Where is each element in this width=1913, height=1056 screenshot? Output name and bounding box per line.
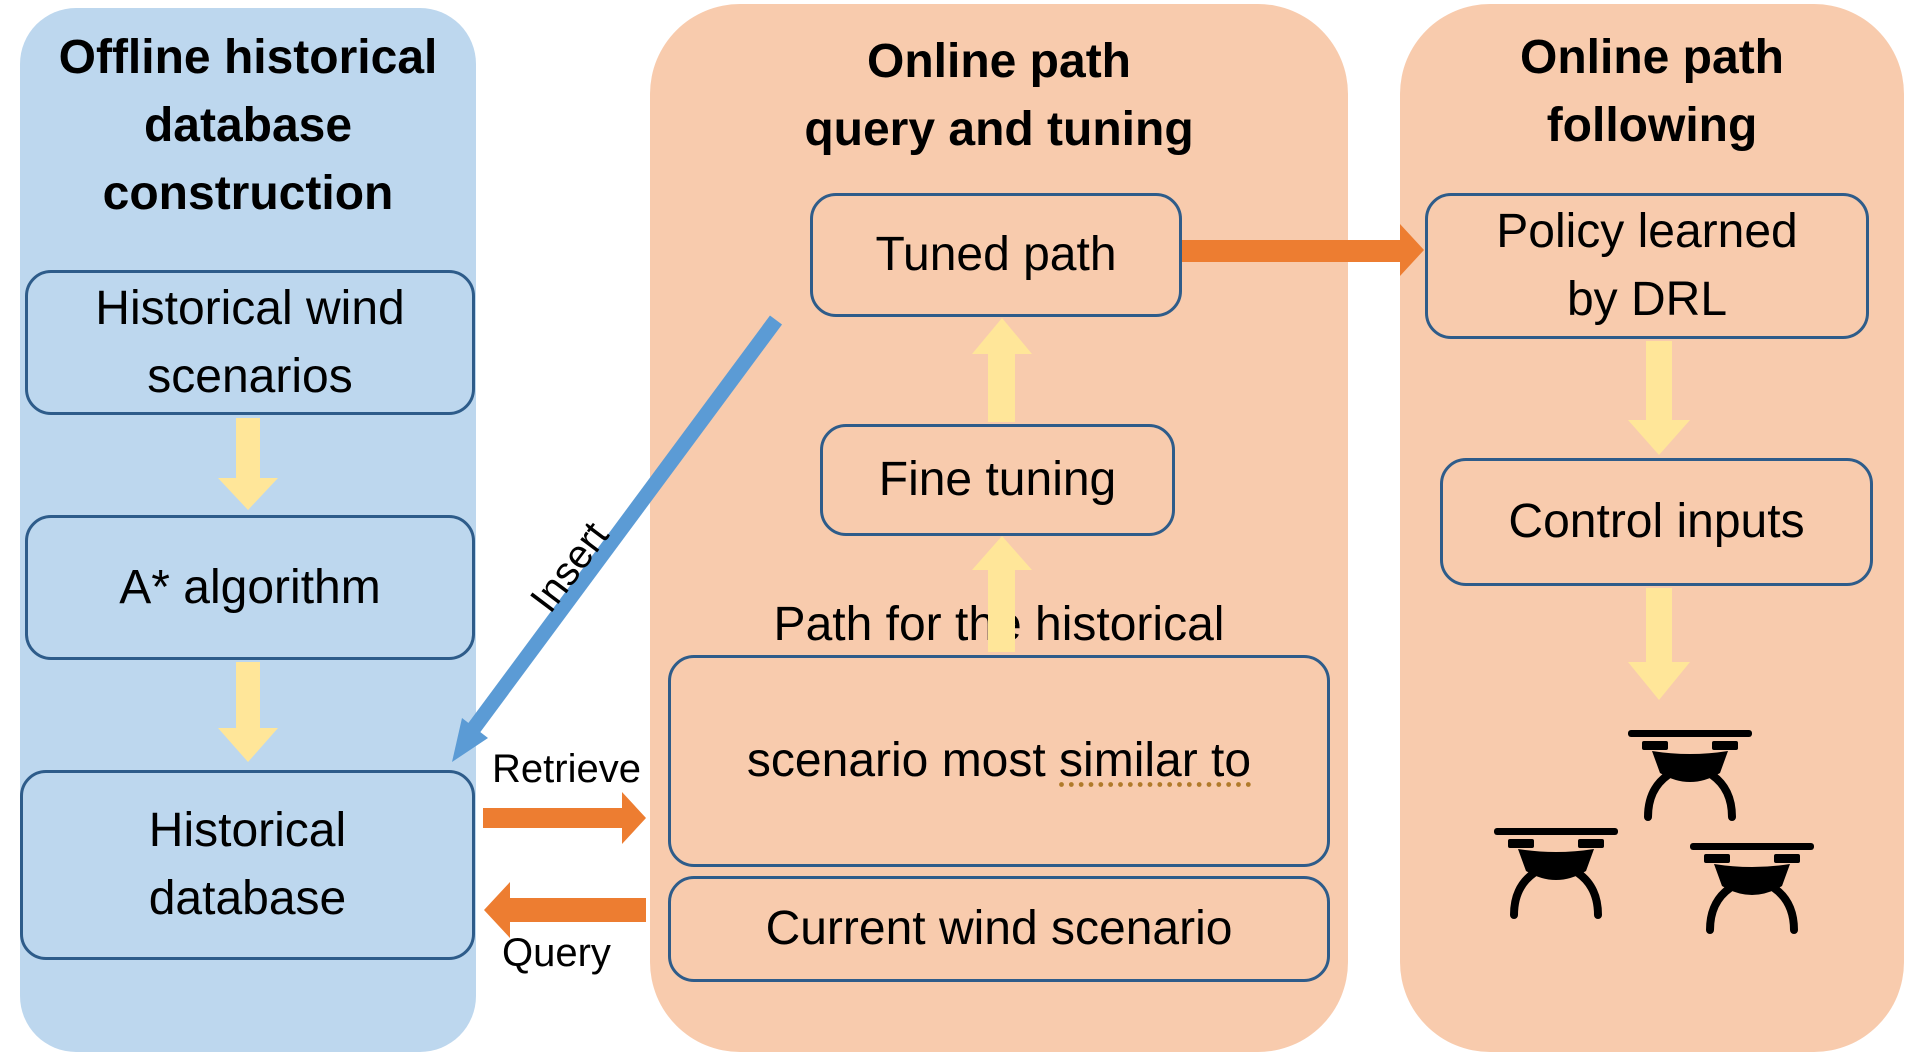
edge-label-retrieve: Retrieve: [492, 747, 641, 791]
arrow-wind-to-astar: [218, 418, 278, 510]
arrow-control-to-drones: [1628, 588, 1690, 700]
path-line-2-start: scenario most: [746, 734, 1060, 787]
node-historical-database: Historical database: [20, 770, 475, 960]
node-current-wind-scenario: Current wind scenario: [668, 876, 1330, 982]
node-a-star-algorithm: A* algorithm: [25, 515, 475, 660]
node-control-inputs: Control inputs: [1440, 458, 1873, 586]
edge-label-query: Query: [502, 931, 611, 975]
path-line-2: scenario most similar to: [747, 727, 1251, 795]
panel-title-query: Online path query and tuning: [804, 35, 1194, 156]
path-line-2-similar: similar to: [1059, 734, 1252, 787]
node-fine-tuning: Fine tuning: [820, 424, 1175, 536]
node-historical-wind-scenarios: Historical wind scenarios: [25, 270, 475, 415]
arrow-retrieve: [483, 792, 646, 844]
arrow-tuned-to-policy: [1182, 224, 1424, 276]
arrow-query: [484, 882, 646, 938]
arrow-path-to-fine-tuning: [972, 536, 1032, 652]
node-policy-learned-by-drl: Policy learned by DRL: [1425, 193, 1869, 339]
drone-icon: [1690, 843, 1814, 930]
arrow-insert-head: [452, 718, 488, 762]
panel-title-offline: Offline historical database construction: [58, 31, 438, 220]
arrow-astar-to-database: [218, 662, 278, 762]
drone-icon: [1494, 828, 1618, 915]
arrow-insert: [467, 315, 783, 733]
arrow-fine-tuning-to-tuned: [972, 318, 1032, 422]
panel-title-follow: Online path following: [1520, 31, 1784, 152]
drone-icon: [1628, 730, 1752, 817]
node-tuned-path: Tuned path: [810, 193, 1182, 317]
arrow-policy-to-control: [1628, 341, 1690, 455]
